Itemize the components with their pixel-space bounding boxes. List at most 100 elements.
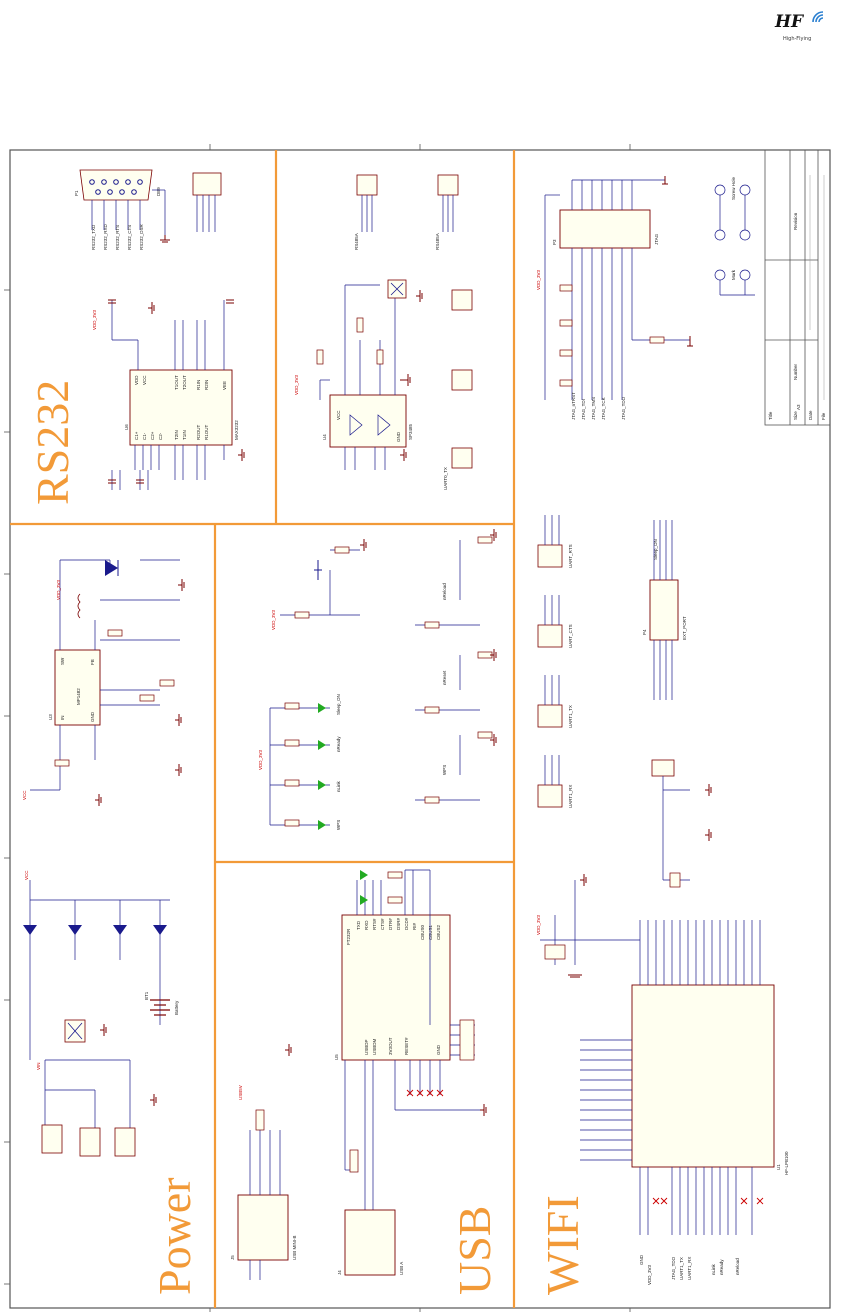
ft232r-pin: CBUS1 (428, 924, 433, 940)
wifi-pin-label: VDD_3V3 (647, 1264, 652, 1285)
rs232-net-label: RS232_CTS (127, 225, 132, 250)
rs485-header-1 (356, 174, 378, 196)
uart-label: UART1_RX (568, 785, 573, 808)
usb-a-part: USB A (399, 1262, 404, 1275)
ft232r-pin: GND (436, 1044, 441, 1055)
hf-lpb100-module (631, 984, 775, 1168)
mp1482-pin: IN (60, 716, 65, 721)
jumper-jmp (451, 369, 473, 391)
mp1482-part: MP1482 (76, 688, 81, 705)
power-net-label: VDD_3V3 (536, 269, 541, 290)
jumper-jmp (451, 447, 473, 469)
rs485a-label: RS485A (435, 233, 440, 250)
button-label: nReload (442, 583, 447, 600)
uart-label: UART1_TX (568, 705, 573, 728)
usb-a-ref: J4 (337, 1270, 342, 1275)
ft232r-pin: CBUS0 (420, 924, 425, 940)
max3232-chip (129, 369, 233, 446)
mp1482-pin: SW (60, 657, 65, 665)
ft232r-pin: USBDP (364, 1039, 369, 1055)
ft232r-pin: USBDM (372, 1038, 377, 1055)
power-net-label: VDD_3V3 (271, 609, 276, 630)
db9-part: DB9 (156, 187, 161, 196)
jtag-ref: P3 (552, 239, 557, 245)
section-borders (10, 150, 516, 1308)
ft232r-part: FT232R (346, 928, 351, 945)
wifi-pin-label: nReady (719, 1259, 724, 1275)
title-block-label: Date (808, 410, 813, 420)
ft232r-ref: U5 (334, 1054, 339, 1060)
max3232-pin: T1IN (182, 430, 187, 440)
jtag-label: JTAG_TDO (621, 396, 626, 420)
max3232-pin: C2- (158, 432, 163, 440)
max3232-pin: VCC (142, 375, 147, 385)
frame-ticks (4, 144, 631, 1312)
fuse (349, 1149, 359, 1173)
led-button-circuit: Sleep_ON nReady nLink WPS VDD_3V3 VDD_3V… (258, 529, 497, 830)
title-block-label: Size (793, 411, 798, 420)
jtag-label: JTAG_nTRST (571, 392, 576, 420)
power-net-label: VCC (24, 870, 29, 880)
mp1482-ref: U3 (48, 714, 53, 720)
mp1482-chip (54, 649, 101, 726)
uart-label: UART_CTS (568, 624, 573, 648)
mounting-label: Screw Hole (731, 176, 736, 200)
mini-usb-connector (237, 1194, 289, 1261)
section-title-power: Power (149, 1177, 200, 1295)
ft232r-pin: RESET# (404, 1037, 409, 1055)
max3232-pin: C1+ (134, 431, 139, 440)
wifi-module-ref: U1 (776, 1164, 781, 1170)
max3232-part: MAX3232 (234, 420, 239, 440)
ft232r-pin: 3V3OUT (388, 1037, 393, 1055)
ft232r-pin: DCD# (404, 917, 409, 930)
uart-label: UART0_TX (443, 467, 448, 490)
wifi-pin-label: nLink (711, 1263, 716, 1275)
jtag-label: JTAG_TMS (591, 397, 596, 420)
title-block (764, 149, 831, 426)
wifi-pin-label: nReload (735, 1258, 740, 1275)
section-title-wifi: WIFI (537, 1195, 588, 1295)
switch-1 (79, 1127, 101, 1157)
ft232r-pin: DTR# (388, 918, 393, 930)
company-logo: HF High-Flying (775, 11, 835, 46)
ext-port-header (649, 579, 679, 641)
db9-connector: P1 DB9 (74, 169, 161, 201)
power-net-label: VDD_3V3 (92, 309, 97, 330)
max3232-pin: VDD (134, 375, 139, 385)
max3232-pin: T1OUT (174, 375, 179, 390)
power-net-label: VDD_3V3 (294, 374, 299, 395)
uart-jumper (537, 544, 563, 568)
ft232r-pin: RTS# (372, 918, 377, 930)
power-net-label: VCC (22, 790, 27, 800)
max3232-pin: C2+ (150, 431, 155, 440)
ft232r-pin: TXD (356, 920, 361, 930)
wifi-pin-label: GND (639, 1254, 644, 1265)
ext-port-part: EXT_PORT (682, 616, 687, 640)
usb-circuit: U5 FT232R TXD RXD RTS# CTS# DTR# DSR# DC… (285, 869, 487, 1276)
led-label: nLink (336, 780, 341, 792)
mounting-label: Mark (731, 269, 736, 280)
jtag-label: JTAG_TCK (601, 397, 606, 420)
sp3485-pin: VCC (336, 410, 341, 420)
jumper-jmp (451, 289, 473, 311)
rs232-net-label: RS232_RTS (115, 225, 120, 250)
sp3485-part: SP3485 (408, 423, 413, 440)
section-title-usb: USB (449, 1206, 500, 1295)
section-title-rs232: RS232 (27, 380, 78, 505)
led-label: WPS (336, 820, 341, 830)
battery-part: Battery (174, 1000, 179, 1015)
battery-symbol (150, 999, 170, 1016)
wifi-pin-label: JTAG_TDO (671, 1256, 676, 1280)
rs485-header-2 (437, 174, 459, 196)
rs232-net-label: RS232_RXD (103, 223, 108, 250)
ft232r-pin: CBUS2 (436, 924, 441, 940)
max3232-pin: R1IN (196, 380, 201, 390)
wifi-pin-label: UART1_RX (687, 1257, 692, 1280)
power-net-label: VDD_3V3 (258, 749, 263, 770)
fuse (255, 1109, 265, 1131)
crystal (651, 759, 675, 777)
mini-usb-ref: J5 (230, 1255, 235, 1260)
jtag-label: JTAG_TDI (581, 399, 586, 420)
ft232r-pin: RI# (412, 923, 417, 931)
title-block-label: A3 (796, 404, 801, 410)
